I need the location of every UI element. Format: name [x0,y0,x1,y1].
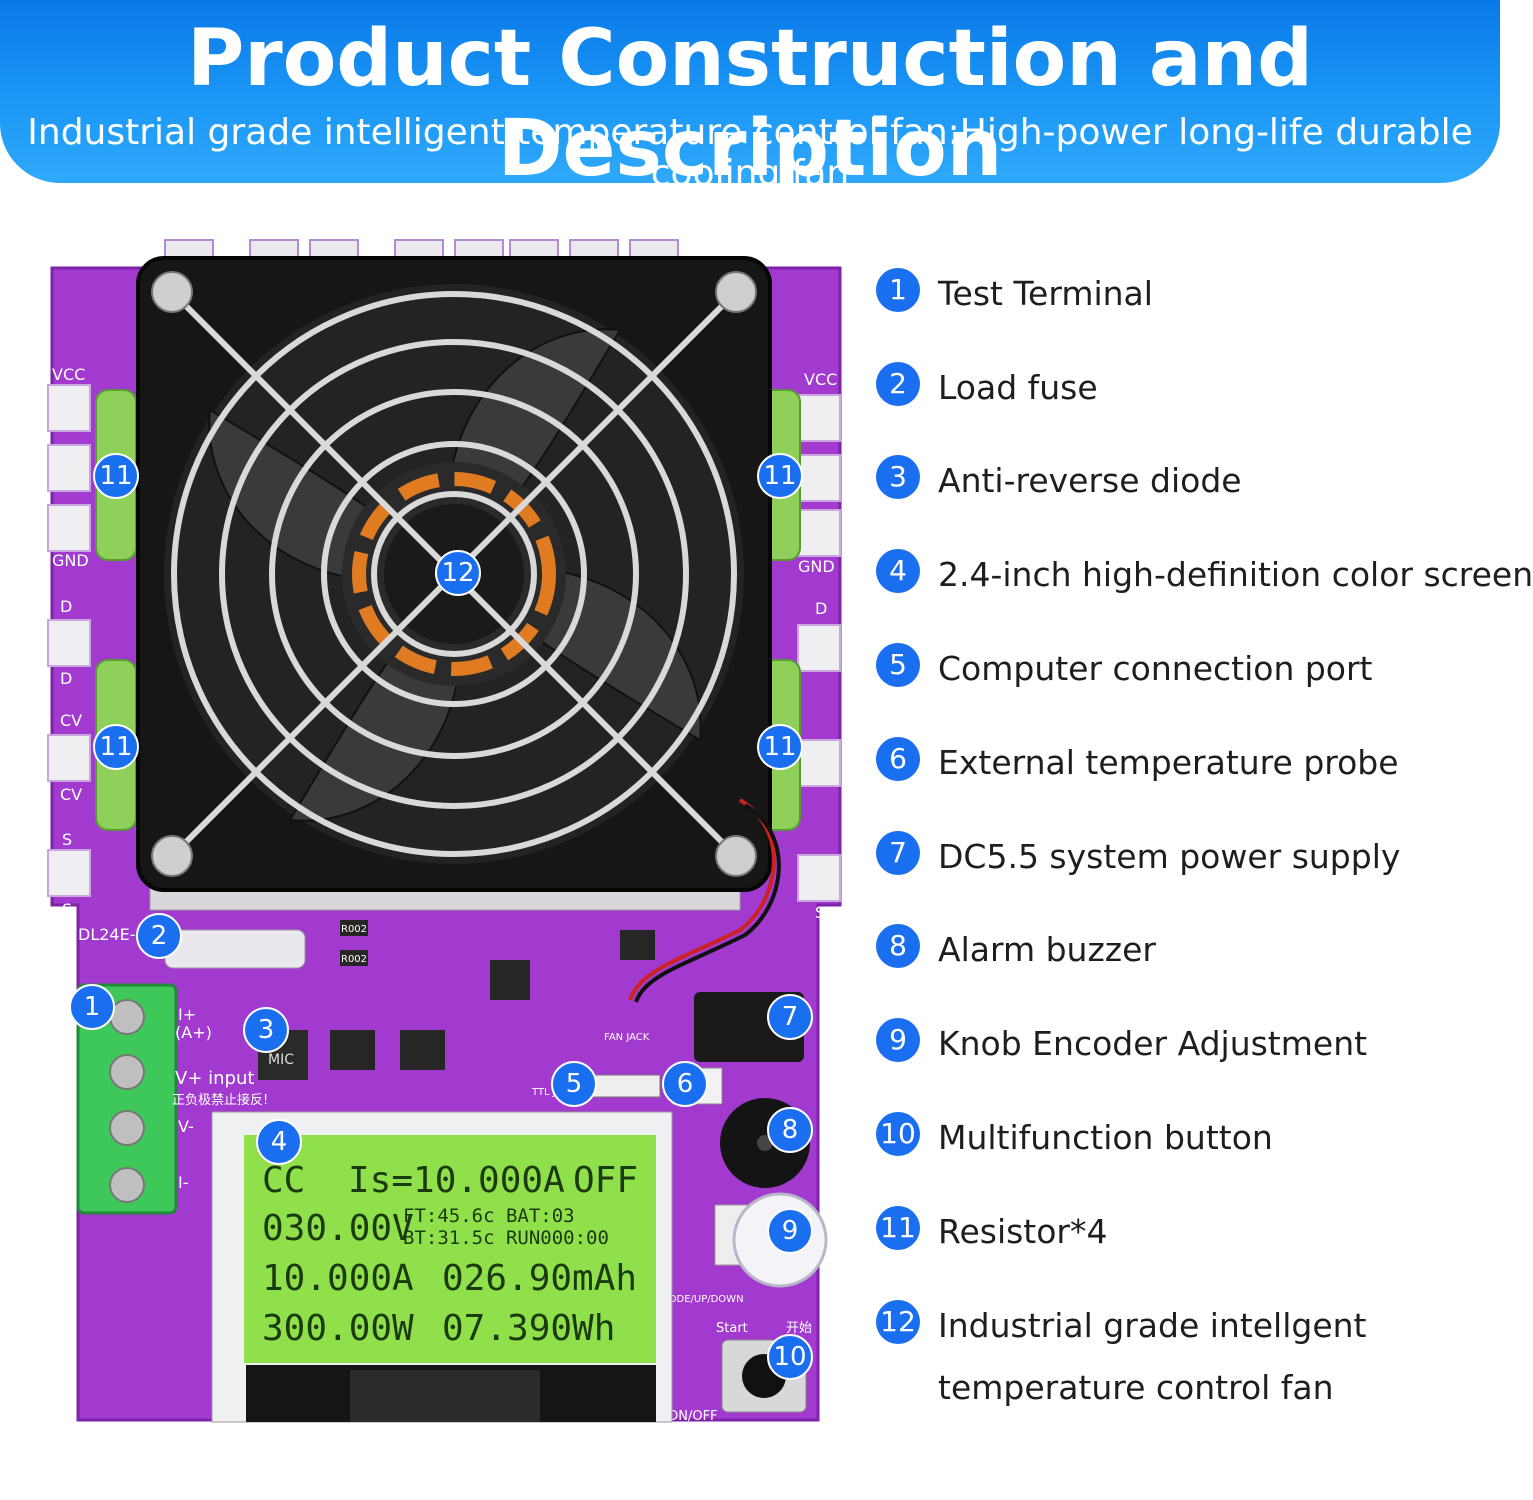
label-cv-left-1: CV [60,711,82,730]
legend-text: Test Terminal [938,274,1153,313]
label-d-left-2: D [60,669,72,688]
page-title: Product Construction and Description [187,14,1313,194]
label-on-off: ON/OFF [668,1409,718,1424]
legend-number: 11 [876,1206,920,1250]
lcd-info-b: BT:31.5c RUN000:00 [403,1227,609,1249]
label-gnd-right: GND [798,557,835,576]
badge-9: 9 [767,1208,813,1254]
lcd-mode: CC [262,1160,305,1201]
left-pad-strip [47,384,91,897]
page-subtitle: Industrial grade intelligent temperature… [27,112,1473,194]
badge-11-bottom-left: 11 [93,724,139,770]
legend-number: 7 [876,831,920,875]
badge-11-top-left: 11 [93,453,139,499]
label-reverse-warning: 正负极禁止接反! [172,1092,268,1108]
label-d-right: D [815,599,827,618]
label-start: Start [716,1321,748,1336]
badge-6: 6 [662,1061,708,1107]
label-d-left-1: D [60,597,72,616]
legend-text-line-1: Industrial grade intellgent [938,1306,1367,1345]
badge-11-bottom-right: 11 [757,724,803,770]
label-gnd-left: GND [52,551,89,570]
legend-text: Alarm buzzer [938,930,1156,969]
lcd-state: OFF [573,1160,638,1201]
ic-chips [330,920,655,1070]
badge-5: 5 [551,1061,597,1107]
badge-11-top-right: 11 [757,453,803,499]
label-vcc-right: VCC [804,370,837,389]
badge-12: 12 [435,550,481,596]
badge-10: 10 [767,1334,813,1380]
legend-number: 4 [876,549,920,593]
label-s-left-2: S [62,900,72,919]
legend-text: Anti-reverse diode [938,461,1242,500]
label-fan-jack: FAN JACK [604,1032,650,1043]
label-diode-mark: MIC [268,1052,294,1068]
label-i-plus: I+ [178,1005,196,1024]
badge-1: 1 [69,984,115,1030]
legend-number: 8 [876,924,920,968]
legend-text: Knob Encoder Adjustment [938,1024,1368,1063]
label-r002-1: R002 [341,924,367,935]
legend-number: 2 [876,362,920,406]
lcd-voltage: 030.00V [262,1208,414,1249]
label-vcc-left: VCC [52,365,85,384]
legend-number: 6 [876,737,920,781]
legend-number: 10 [876,1112,920,1156]
lcd-capacity: 026.90mAh [442,1258,637,1299]
badge-3: 3 [243,1007,289,1053]
legend-text: Resistor*4 [938,1212,1108,1251]
badge-7: 7 [767,994,813,1040]
lcd-info-a: FT:45.6c BAT:03 [403,1205,575,1227]
legend-number: 3 [876,455,920,499]
label-start-cn: 开始 [786,1321,812,1336]
legend-number: 12 [876,1300,920,1344]
legend-text: Load fuse [938,368,1098,407]
lcd-screen [244,1135,656,1363]
label-i-minus: I- [178,1173,189,1192]
lcd-power: 300.00W [262,1308,414,1349]
legend-text-line-2: temperature control fan [938,1368,1334,1407]
header-banner: Product Construction and Description Ind… [0,0,1500,194]
legend-number: 1 [876,268,920,312]
legend-text: DC5.5 system power supply [938,837,1401,876]
label-v-minus: V- [178,1117,194,1136]
badge-2: 2 [136,913,182,959]
label-model: DL24E- [78,925,135,944]
legend-number: 9 [876,1018,920,1062]
legend-number: 5 [876,643,920,687]
lcd-current: 10.000A [262,1258,414,1299]
label-r002-2: R002 [341,954,367,965]
legend-text: 2.4-inch high-definition color screen [938,555,1533,594]
lcd-set-current: Is=10.000A [348,1160,565,1201]
load-fuse [164,929,306,969]
fan-wire [628,798,776,1001]
badge-4: 4 [256,1119,302,1165]
label-s-right: S [815,903,825,922]
label-cv-left-2: CV [60,785,82,804]
legend-text: External temperature probe [938,743,1399,782]
label-s-left-1: S [62,830,72,849]
label-mode-up-down: MODE/UP/DOWN [660,1294,744,1305]
test-terminal [76,983,178,1215]
legend-text: Computer connection port [938,649,1373,688]
label-a-plus: (A+) [175,1023,212,1042]
badge-8: 8 [767,1107,813,1153]
computer-port [589,1074,661,1098]
legend-text: Multifunction button [938,1118,1273,1157]
lcd-energy: 07.390Wh [442,1308,615,1349]
label-input: V+ input [175,1068,254,1089]
fan-screws [151,271,757,877]
